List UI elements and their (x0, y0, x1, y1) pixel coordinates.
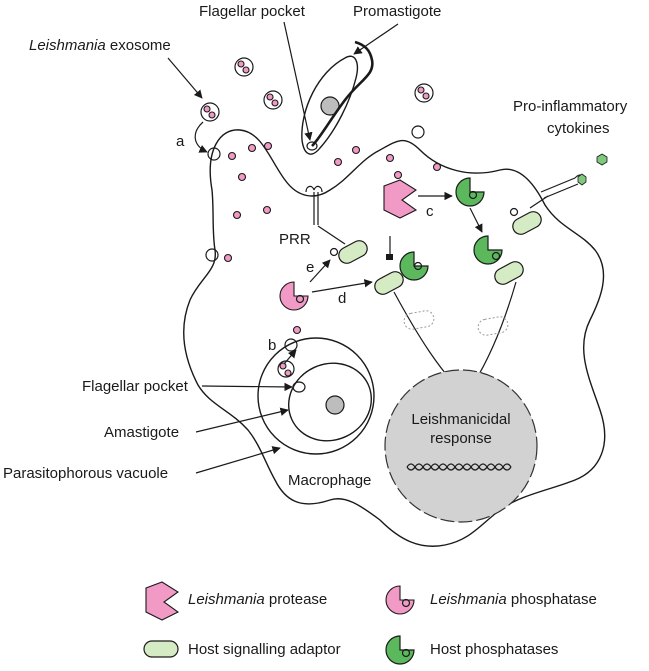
host-adaptor-4 (494, 261, 524, 285)
flagellar-pocket-top (306, 141, 318, 151)
exocytosis-bud-top (411, 125, 425, 139)
response-label-1: Leishmanicidal (411, 411, 510, 428)
response-label-2: response (430, 430, 492, 447)
label-pro-inflammatory-1: Pro-inflammatory (513, 98, 628, 115)
host-phosphatase-3 (399, 251, 429, 281)
label-step-c: c (426, 203, 434, 220)
legend-host-phosphatase-icon (385, 635, 415, 665)
promastigote-body (301, 55, 359, 155)
host-adaptor-2 (374, 271, 404, 295)
inhibition-end (386, 254, 393, 260)
cytokine-particle-2 (577, 173, 587, 186)
arrow-d (311, 279, 373, 293)
pointer-flagellar-pocket-left (201, 382, 293, 392)
parasitophorous-vacuole (257, 337, 375, 455)
legend: Leishmania protease Leishmania phosphata… (143, 581, 597, 665)
vacuole-exosome (277, 360, 295, 378)
host-adaptor-1 (338, 240, 368, 264)
label-step-d: d (338, 290, 346, 307)
flagellar-pocket-inner (292, 381, 306, 393)
macrophage-membrane (183, 129, 606, 547)
label-parasitophorous-vacuole: Parasitophorous vacuole (3, 465, 168, 482)
cytokine-particle-1 (596, 153, 608, 166)
label-promastigote: Promastigote (353, 3, 441, 20)
arrow-e (309, 259, 331, 283)
label-amastigote: Amastigote (104, 424, 179, 441)
host-phosphatase-1 (455, 177, 485, 207)
ghost-adaptor-1 (403, 310, 435, 330)
label-flagellar-pocket-left: Flagellar pocket (82, 378, 189, 395)
legend-protease-label: Leishmania protease (188, 591, 327, 608)
legend-phosphatase-label: Leishmania phosphatase (430, 591, 597, 608)
label-pro-inflammatory-2: cytokines (547, 120, 610, 137)
host-adaptor-3 (512, 211, 542, 235)
arrow-a (194, 121, 208, 153)
legend-adaptor-icon (143, 640, 179, 658)
legend-host-phosphatase-label: Host phosphatases (430, 641, 558, 658)
pointer-promastigote (353, 23, 399, 55)
label-macrophage: Macrophage (288, 472, 371, 489)
nucleus (384, 369, 538, 523)
leishmania-protease-shape (383, 179, 418, 219)
amastigote-nucleus (325, 395, 345, 415)
legend-phosphatase-icon (385, 585, 415, 615)
label-step-e: e (306, 259, 314, 276)
pointer-exosome (167, 57, 203, 99)
exosome-group (200, 57, 434, 122)
label-prr: PRR (279, 231, 311, 248)
legend-protease-icon (145, 581, 180, 621)
label-step-b: b (268, 337, 276, 354)
free-exosome-particles (223, 141, 442, 335)
pointer-flagellar-pocket-top (283, 21, 313, 141)
leishmania-phosphatase-shape (279, 281, 309, 311)
prr-receptor (305, 185, 323, 225)
promastigote-flagellum (311, 40, 374, 147)
amastigote-body (287, 362, 373, 442)
host-phosphatase-2 (473, 235, 503, 265)
promastigote-nucleus (320, 96, 340, 116)
endocytosis-bud-left (207, 147, 221, 161)
vacuole-bud (284, 338, 298, 352)
label-step-a: a (176, 133, 185, 150)
pointer-parasitophorous-vacuole (195, 446, 281, 474)
label-exosome: Leishmania exosome (29, 37, 171, 54)
arrow-c-down (469, 207, 483, 233)
signal-line-prr (317, 225, 346, 245)
ghost-adaptor-2 (477, 316, 509, 336)
label-flagellar-pocket-top: Flagellar pocket (199, 3, 306, 20)
arrow-b (283, 349, 297, 365)
legend-adaptor-label: Host signalling adaptor (188, 641, 341, 658)
pointer-amastigote (195, 407, 289, 433)
dna-helix (406, 463, 512, 471)
endocytosis-bud-lower (205, 248, 219, 262)
